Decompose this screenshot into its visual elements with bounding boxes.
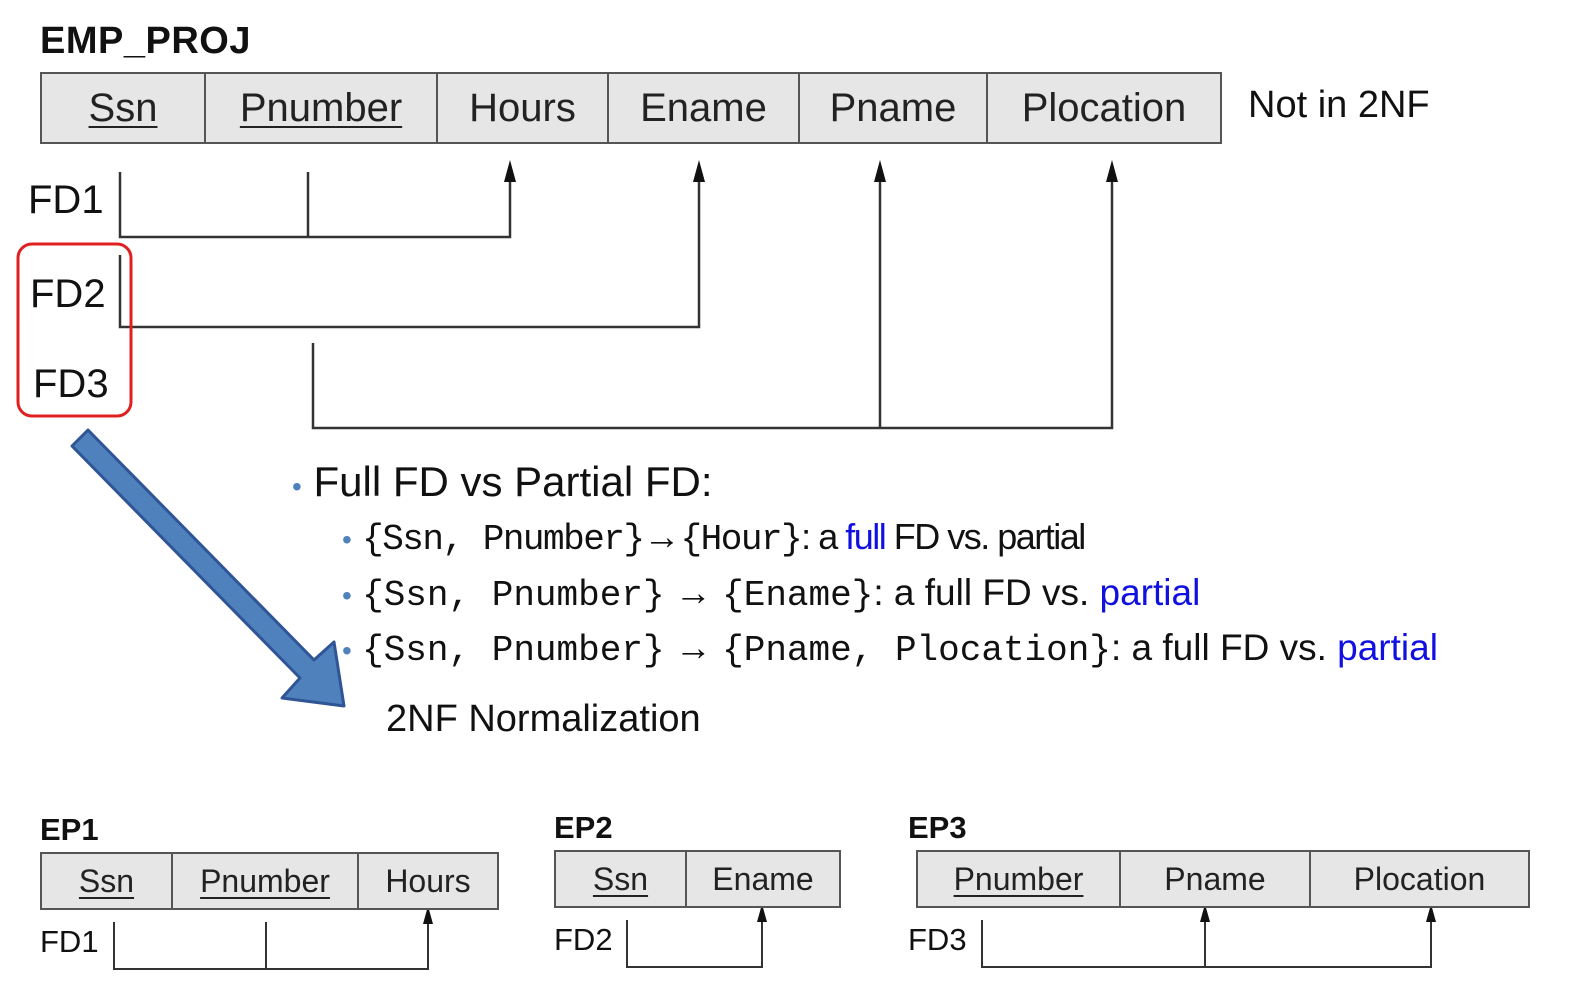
- ep2-attr-ename: Ename: [712, 860, 814, 897]
- ep3-fd-label: FD3: [908, 922, 967, 957]
- attr-plocation: Plocation: [1021, 85, 1187, 130]
- ep2-title: EP2: [554, 810, 613, 845]
- emp-proj-relation: Ssn Pnumber Hours Ename Pname Plocation: [40, 72, 1222, 144]
- fd3-line: [311, 160, 1118, 430]
- attr-pname: Pname: [800, 74, 988, 142]
- bullet-dot: •: [342, 524, 352, 555]
- explanation-item-2: • {Ssn, Pnumber} → {Ename}: a full FD vs…: [342, 572, 1201, 616]
- ep1-title: EP1: [40, 812, 99, 847]
- ep3-attr-pname: Pname: [1121, 852, 1311, 906]
- ep2-relation: Ssn Ename: [554, 850, 841, 908]
- full-vs-partial-heading: • Full FD vs Partial FD:: [292, 458, 713, 505]
- ep1-attr-hours: Hours: [385, 862, 471, 899]
- attr-ssn: Ssn: [42, 74, 206, 142]
- not-in-2nf-note: Not in 2NF: [1248, 84, 1430, 126]
- ep1-fd-label: FD1: [40, 924, 99, 959]
- ep3-attr-plocation: Plocation: [1353, 860, 1486, 897]
- ep3-attr-pnumber: Pnumber: [918, 852, 1121, 906]
- ep2-fd-label: FD2: [554, 922, 613, 957]
- attr-pnumber: Pnumber: [206, 74, 438, 142]
- ep3-fd-line: [981, 904, 1436, 968]
- ep3-relation: Pnumber Pname Plocation: [916, 850, 1530, 908]
- ep1-relation: Ssn Pnumber Hours: [40, 852, 499, 910]
- fd2-label: FD2: [30, 272, 106, 316]
- ep1-attr-pnumber: Pnumber: [173, 854, 359, 908]
- explanation-item-1: • {Ssn, Pnumber}→{Hour}: a full FD vs. p…: [342, 516, 1086, 560]
- emp-proj-title: EMP_PROJ: [40, 20, 251, 62]
- normalization-label: 2NF Normalization: [386, 698, 701, 740]
- fd-highlight-box: [16, 242, 133, 418]
- ep2-attr-ssn: Ssn: [556, 852, 687, 906]
- explanation-item-3: • {Ssn, Pnumber} → {Pname, Plocation}: a…: [342, 627, 1438, 671]
- bullet-dot: •: [292, 471, 302, 502]
- bullet-dot: •: [342, 635, 352, 666]
- fd2-line: [118, 160, 705, 329]
- fd1-line: [118, 160, 516, 239]
- ep1-attr-ssn: Ssn: [42, 854, 173, 908]
- attr-hours: Hours: [438, 74, 609, 142]
- fd3-label: FD3: [33, 362, 109, 406]
- attr-ename: Ename: [609, 74, 800, 142]
- normalization-arrow: [70, 428, 346, 708]
- fd1-label: FD1: [28, 178, 104, 222]
- bullet-dot: •: [342, 580, 352, 611]
- ep2-fd-line: [626, 904, 767, 968]
- ep3-title: EP3: [908, 810, 967, 845]
- ep1-fd-line: [113, 906, 433, 970]
